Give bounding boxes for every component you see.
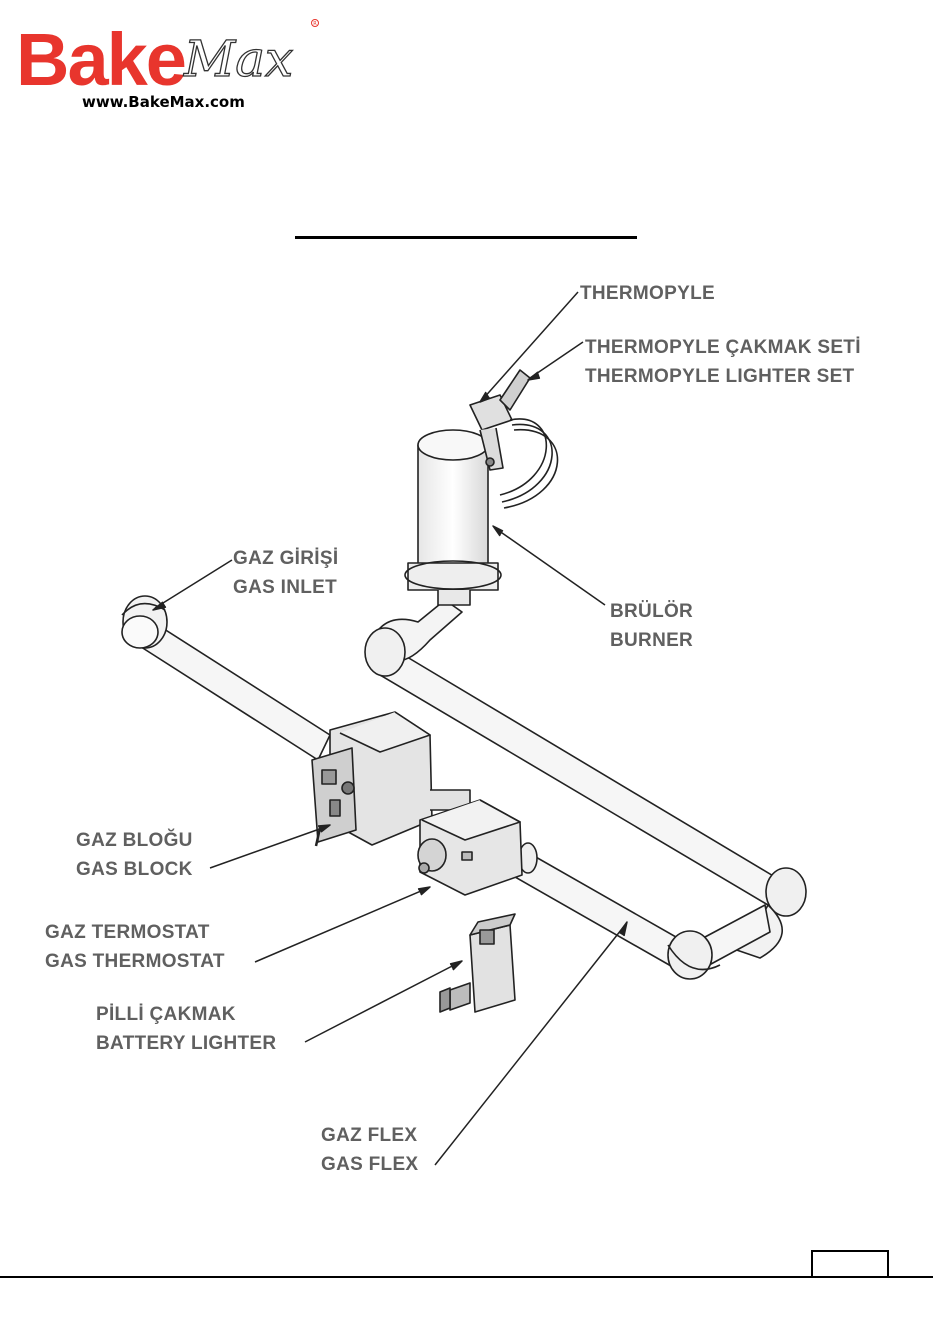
label-burner: BRÜLÖR BURNER [610,597,693,655]
label-battery-lighter: PİLLİ ÇAKMAK BATTERY LIGHTER [96,1000,276,1058]
label-thermopyle: THERMOPYLE [580,279,715,308]
website-url[interactable]: www.BakeMax.com [82,93,245,111]
label-gas-thermostat: GAZ TERMOSTAT GAS THERMOSTAT [45,918,225,976]
svg-text:Max: Max [183,30,293,88]
footer-rule [0,1276,933,1278]
inlet-pipe [122,596,330,760]
svg-text:R: R [313,21,317,27]
label-thermopyle-lighter-set: THERMOPYLE ÇAKMAK SETİ THERMOPYLE LIGHTE… [585,333,861,391]
label-gas-inlet: GAZ GİRİŞİ GAS INLET [233,544,338,602]
label-gas-flex: GAZ FLEX GAS FLEX [321,1121,418,1179]
gas-thermostat [418,800,522,895]
svg-text:Bake: Bake [16,18,185,101]
title-underline [295,236,637,239]
page-number-box [811,1250,889,1278]
label-gas-block: GAZ BLOĞU GAS BLOCK [76,826,193,884]
